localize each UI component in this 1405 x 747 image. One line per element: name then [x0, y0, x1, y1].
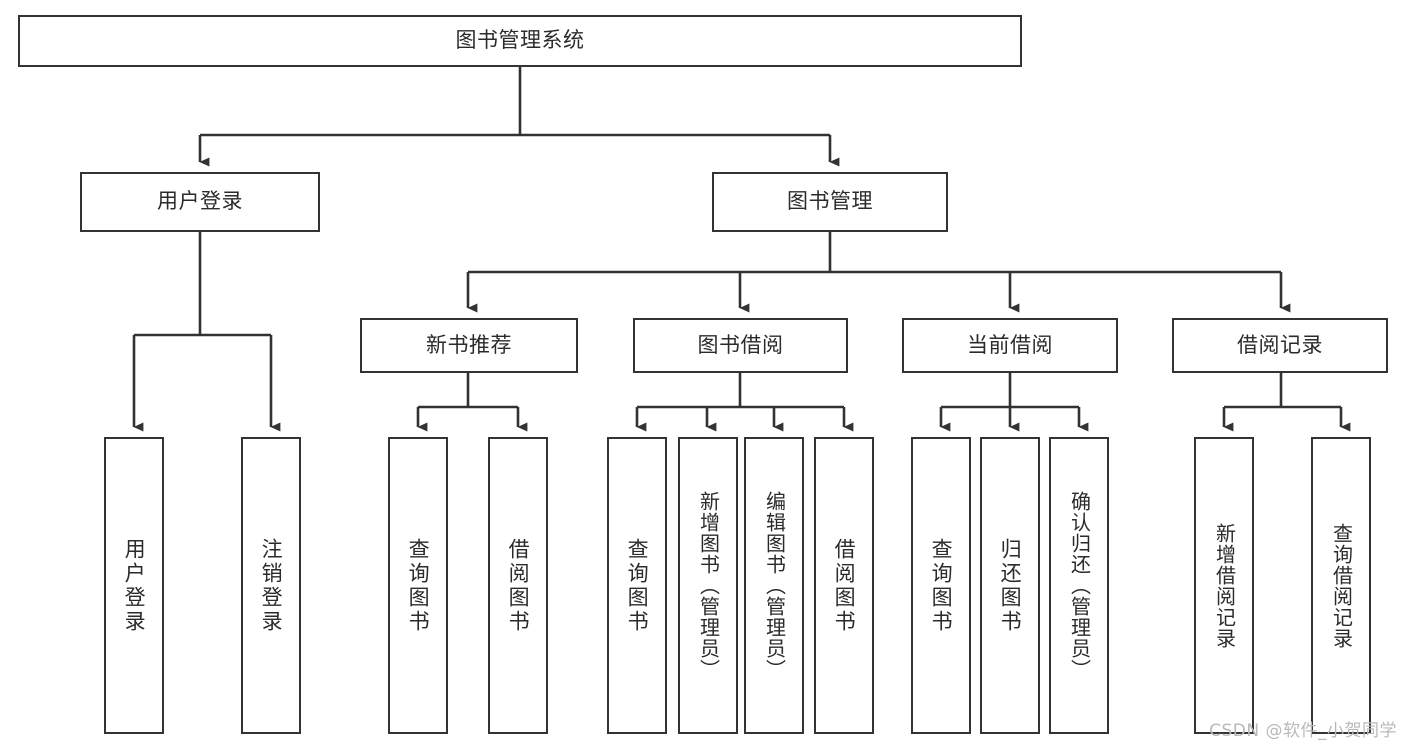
- node-leaf-confirm-return-admin-label: 确认归还（管理员）: [1067, 491, 1092, 680]
- node-leaf-logout-login-label: 注销登录: [259, 537, 284, 634]
- node-root[interactable]: 图书管理系统: [18, 15, 1022, 67]
- node-new-book-recommend[interactable]: 新书推荐: [360, 318, 578, 373]
- node-leaf-borrow-book-1[interactable]: 借阅图书: [488, 437, 548, 734]
- node-book-management[interactable]: 图书管理: [712, 172, 948, 232]
- node-leaf-borrow-book-2-label: 借阅图书: [832, 537, 857, 634]
- node-borrow-record[interactable]: 借阅记录: [1172, 318, 1388, 373]
- node-leaf-add-borrow-record-label: 新增借阅记录: [1212, 522, 1237, 649]
- node-leaf-query-book-1[interactable]: 查询图书: [388, 437, 448, 734]
- node-current-borrow-label: 当前借阅: [967, 332, 1053, 357]
- node-current-borrow[interactable]: 当前借阅: [902, 318, 1118, 373]
- node-leaf-add-borrow-record[interactable]: 新增借阅记录: [1194, 437, 1254, 734]
- node-leaf-query-book-2-label: 查询图书: [625, 537, 650, 634]
- node-borrow-record-label: 借阅记录: [1237, 332, 1323, 357]
- node-leaf-return-book[interactable]: 归还图书: [980, 437, 1040, 734]
- node-user-login-label: 用户登录: [157, 189, 243, 214]
- node-leaf-edit-book-admin[interactable]: 编辑图书（管理员）: [744, 437, 804, 734]
- node-leaf-query-borrow-record-label: 查询借阅记录: [1329, 522, 1354, 649]
- node-leaf-query-book-1-label: 查询图书: [406, 537, 431, 634]
- node-leaf-return-book-label: 归还图书: [998, 537, 1023, 634]
- node-book-borrow[interactable]: 图书借阅: [633, 318, 848, 373]
- node-leaf-query-book-3-label: 查询图书: [929, 537, 954, 634]
- node-new-book-recommend-label: 新书推荐: [426, 332, 512, 357]
- node-leaf-edit-book-admin-label: 编辑图书（管理员）: [762, 491, 787, 680]
- node-user-login[interactable]: 用户登录: [80, 172, 320, 232]
- node-leaf-add-book-admin-label: 新增图书（管理员）: [696, 491, 721, 680]
- node-root-label: 图书管理系统: [455, 28, 585, 53]
- node-book-management-label: 图书管理: [787, 189, 873, 214]
- node-leaf-user-login[interactable]: 用户登录: [104, 437, 164, 734]
- node-leaf-add-book-admin[interactable]: 新增图书（管理员）: [678, 437, 738, 734]
- node-leaf-query-book-2[interactable]: 查询图书: [607, 437, 667, 734]
- node-leaf-user-login-label: 用户登录: [122, 537, 147, 634]
- node-leaf-borrow-book-1-label: 借阅图书: [506, 537, 531, 634]
- node-leaf-borrow-book-2[interactable]: 借阅图书: [814, 437, 874, 734]
- node-leaf-query-book-3[interactable]: 查询图书: [911, 437, 971, 734]
- node-book-borrow-label: 图书借阅: [697, 332, 784, 357]
- node-leaf-logout-login[interactable]: 注销登录: [241, 437, 301, 734]
- csdn-watermark: CSDN @软件_小贺同学: [1209, 721, 1397, 741]
- node-leaf-query-borrow-record[interactable]: 查询借阅记录: [1311, 437, 1371, 734]
- node-leaf-confirm-return-admin[interactable]: 确认归还（管理员）: [1049, 437, 1109, 734]
